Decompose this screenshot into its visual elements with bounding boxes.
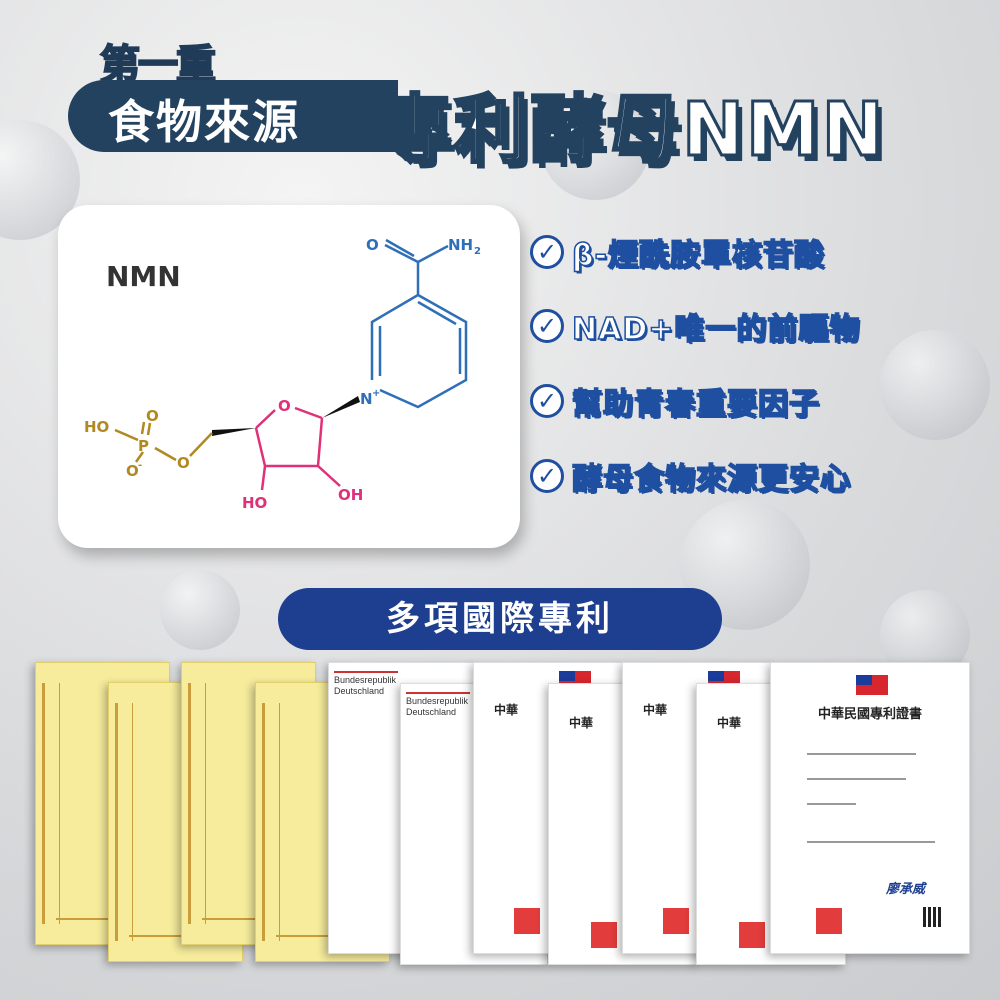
pyridine-ring [370, 238, 468, 409]
check-icon: ✓ [530, 309, 564, 343]
molecule-bubble [880, 330, 990, 440]
wedge-bond [322, 396, 360, 418]
molecule-label: NMN [106, 260, 181, 293]
atom-ho-p: HO [84, 418, 109, 436]
certificate-title: 中華 [569, 716, 594, 730]
feature-item: ✓NAD+唯一的前驅物 [530, 304, 860, 348]
signature: 廖承威 [886, 882, 926, 897]
molecule-card [58, 205, 520, 548]
page-title: 專利酵母NMN [377, 86, 886, 175]
atom-ho: HO [242, 494, 267, 512]
atom-o-charge: - [138, 460, 142, 471]
atom-nh2-sub: 2 [474, 246, 481, 257]
feature-item: ✓幫助青春重要因子 [530, 379, 820, 423]
atom-o-double: O [146, 407, 159, 425]
phosphate-bonds [114, 421, 213, 463]
certificate-title: Bundesrepublik Deutschland [406, 692, 470, 718]
certificate-taiwan-main: 中華民國專利證書 廖承威 [770, 662, 970, 954]
certificate-title: Bundesrepublik Deutschland [334, 671, 398, 697]
qr-code-icon [923, 907, 943, 927]
seal-icon [739, 922, 765, 948]
atom-n-charge: + [372, 388, 380, 399]
seal-icon [663, 908, 689, 934]
taiwan-flag-icon [856, 675, 888, 695]
atom-o-ester: O [177, 454, 190, 472]
feature-text: 酵母食物來源更安心 [571, 461, 851, 498]
patents-heading: 多項國際專利 [278, 588, 722, 650]
certificate-title: 中華 [643, 703, 668, 717]
feature-text: 幫助青春重要因子 [571, 386, 820, 423]
feature-item: ✓酵母食物來源更安心 [530, 454, 851, 498]
feature-text: NAD+唯一的前驅物 [571, 311, 861, 348]
atom-p: P [138, 437, 149, 455]
source-pill: 食物來源 [68, 80, 398, 152]
seal-icon [591, 922, 617, 948]
seal-icon [514, 908, 540, 934]
certificate-title: 中華 [717, 716, 742, 730]
atom-o-minus: O [126, 462, 139, 480]
wedge-bond [212, 428, 256, 436]
molecule-bubble [160, 570, 240, 650]
atom-oh: OH [338, 486, 363, 504]
check-icon: ✓ [530, 384, 564, 418]
atom-o: O [366, 236, 379, 254]
ribose-ring [254, 406, 341, 491]
atom-ring-o: O [278, 397, 291, 415]
molecule-bubble [540, 90, 650, 200]
certificate-title: 中華 [494, 703, 519, 717]
feature-item: ✓β-煙酰胺單核苷酸 [530, 230, 825, 274]
check-icon: ✓ [530, 235, 564, 269]
seal-icon [816, 908, 842, 934]
atom-n: N [360, 390, 373, 408]
check-icon: ✓ [530, 459, 564, 493]
atom-nh2: NH [448, 236, 473, 254]
feature-text: β-煙酰胺單核苷酸 [571, 237, 825, 274]
certificate-title: 中華民國專利證書 [817, 707, 922, 722]
